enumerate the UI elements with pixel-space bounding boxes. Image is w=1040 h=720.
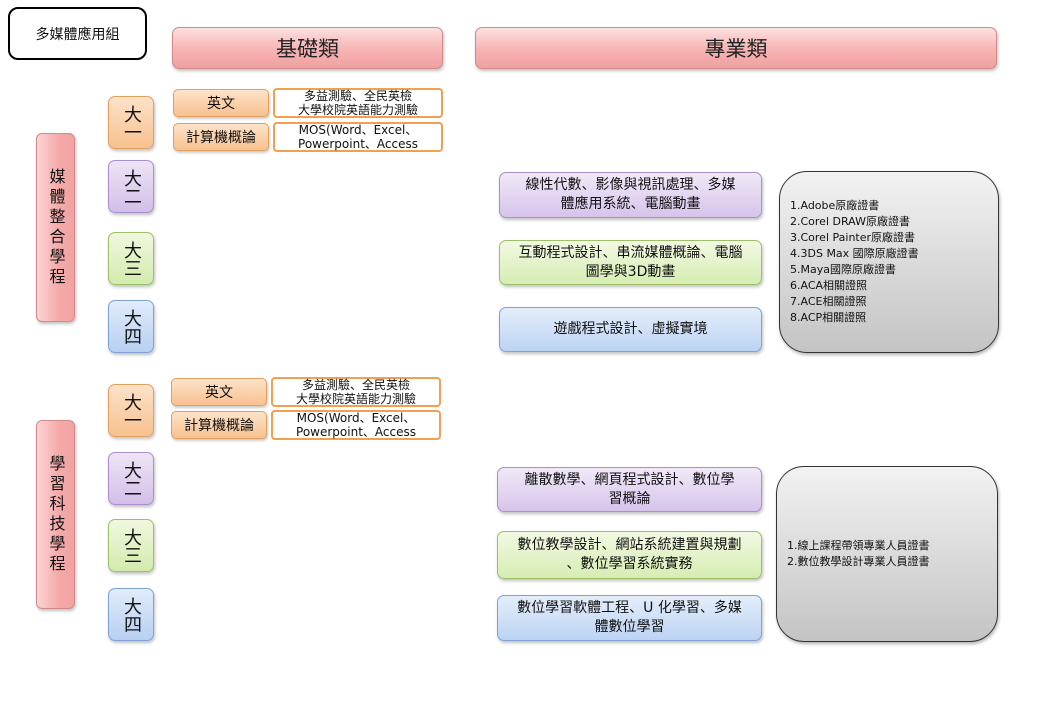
year-3: 大三 [108, 519, 154, 572]
program-learning-technology: 學習科技學程 [36, 420, 75, 609]
year-4: 大四 [108, 588, 154, 641]
diagram-title: 多媒體應用組 [8, 7, 147, 60]
subject-english: 英文 [173, 89, 269, 117]
header-basic: 基礎類 [172, 27, 443, 69]
year-1: 大一 [108, 384, 154, 437]
year-2: 大二 [108, 160, 154, 213]
course-year4: 遊戲程式設計、虛擬實境 [499, 307, 762, 352]
year-3: 大三 [108, 232, 154, 285]
course-year2: 離散數學、網頁程式設計、數位學習概論 [497, 467, 762, 512]
course-year3: 數位教學設計、網站系統建置與規劃、數位學習系統實務 [497, 531, 762, 579]
course-year4: 數位學習軟體工程、U 化學習、多媒體數位學習 [497, 595, 762, 641]
course-year3: 互動程式設計、串流媒體概論、電腦圖學與3D動畫 [499, 240, 762, 285]
certificate-panel: 1.Adobe原廠證書 2.Corel DRAW原廠證書 3.Corel Pai… [779, 171, 999, 353]
english-certs: 多益測驗、全民英檢 大學校院英語能力測驗 [273, 88, 443, 118]
year-4: 大四 [108, 300, 154, 353]
year-2: 大二 [108, 452, 154, 505]
english-certs: 多益測驗、全民英檢 大學校院英語能力測驗 [271, 377, 441, 407]
subject-computer-intro: 計算機概論 [173, 123, 269, 151]
header-professional: 專業類 [475, 27, 997, 69]
course-year2: 線性代數、影像與視訊處理、多媒體應用系統、電腦動畫 [499, 172, 762, 218]
program-media-integration: 媒體整合學程 [36, 133, 75, 322]
program-name: 媒體整合學程 [46, 167, 66, 288]
subject-english: 英文 [171, 378, 267, 406]
program-name: 學習科技學程 [46, 454, 66, 575]
computer-certs: MOS(Word、Excel、 Powerpoint、Access [271, 410, 441, 440]
certificate-panel: 1.線上課程帶領專業人員證書 2.數位教學設計專業人員證書 [776, 466, 998, 642]
subject-computer-intro: 計算機概論 [171, 411, 267, 439]
computer-certs: MOS(Word、Excel、 Powerpoint、Access [273, 122, 443, 152]
year-1: 大一 [108, 96, 154, 149]
